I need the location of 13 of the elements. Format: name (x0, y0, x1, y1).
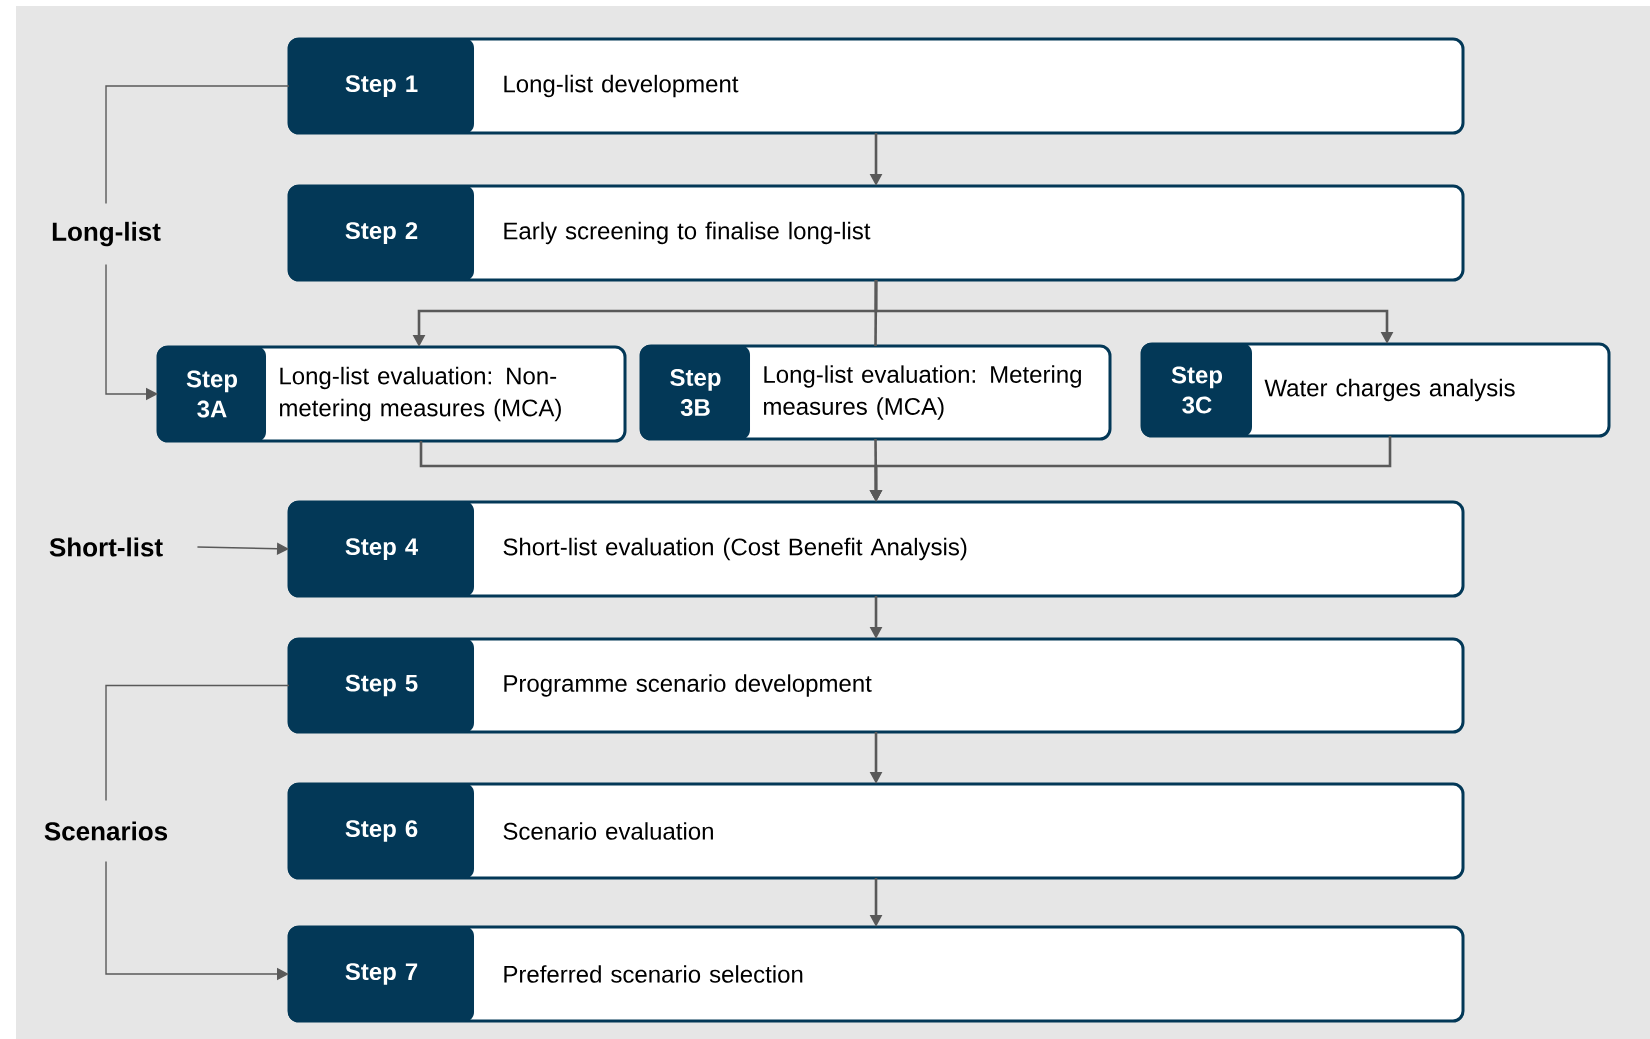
section-label: Short-list (49, 537, 163, 557)
step-box: Step 1 Long-list development (287, 37, 1465, 135)
step-box: Step 4 Short-list evaluation (Cost Benefit Analysis) (287, 500, 1465, 598)
step-box: Step 3B Long-list evaluation: Metering measures (MCA) (639, 344, 1112, 441)
step-box: Step 2 Early screening to finalise long-list (287, 184, 1465, 282)
step-box: Step 7 Preferred scenario selection (287, 925, 1465, 1023)
section-label: Scenarios (44, 821, 168, 841)
step-box: Step 5 Programme scenario development (287, 637, 1465, 734)
step-box: Step 3A Long-list evaluation: Non-metering measures (MCA) (156, 345, 627, 443)
step-box: Step 3C Water charges analysis (1140, 342, 1611, 438)
step-box: Step 6 Scenario evaluation (287, 782, 1465, 880)
section-label: Long-list (52, 221, 161, 247)
arrow (196, 542, 289, 555)
